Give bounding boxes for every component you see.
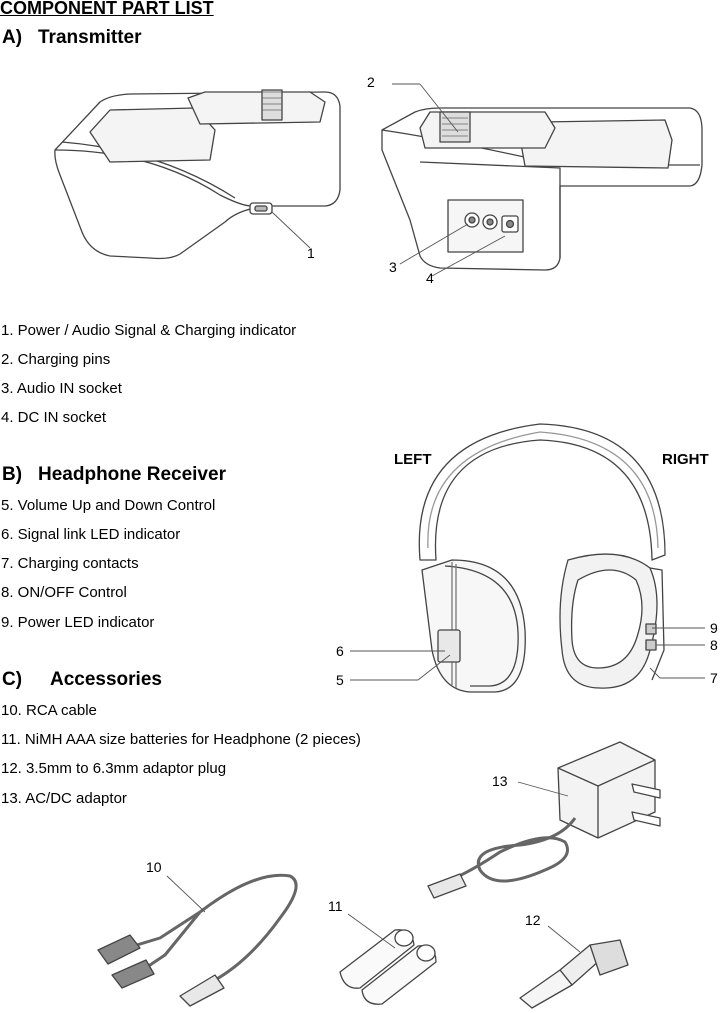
section-b-letter: B) [2,464,23,485]
list-item: 11. NiMH AAA size batteries for Headphon… [1,731,361,748]
section-c-title: Accessories [50,669,162,690]
callout-12: 12 [525,912,541,928]
transmitter-illustration [54,83,703,277]
section-c-letter: C) [2,669,23,690]
callout-2: 2 [367,74,375,90]
list-item: 13. AC/DC adaptor [1,790,127,807]
section-a-letter: A) [2,27,23,48]
list-item: 6. Signal link LED indicator [1,526,181,543]
list-item: 12. 3.5mm to 6.3mm adaptor plug [1,760,227,777]
document-title: COMPONENT PART LIST [0,0,214,18]
section-a-title: Transmitter [38,27,142,48]
list-item: 5. Volume Up and Down Control [1,497,216,514]
callout-6: 6 [336,643,344,659]
section-a-heading: A) Transmitter [2,27,141,49]
list-item: 10. RCA cable [1,702,97,719]
list-item: 3. Audio IN socket [1,380,122,397]
headphone-left-label: LEFT [394,451,432,468]
list-item: 8. ON/OFF Control [1,584,127,601]
list-item: 2. Charging pins [1,351,111,368]
callout-7: 7 [710,670,718,686]
callout-11: 11 [328,898,343,914]
callout-5: 5 [336,672,344,688]
section-b-title: Headphone Receiver [38,464,226,485]
callout-1: 1 [307,245,315,261]
callout-13: 13 [492,773,508,789]
list-item: 9. Power LED indicator [1,614,155,631]
section-c-heading: C) Accessories [2,669,162,691]
callout-10: 10 [146,859,162,875]
list-item: 1. Power / Audio Signal & Charging indic… [1,322,297,339]
list-item: 7. Charging contacts [1,555,139,572]
headphone-right-label: RIGHT [662,451,709,468]
callout-9: 9 [710,620,718,636]
section-b-heading: B) Headphone Receiver [2,464,226,486]
callout-3: 3 [389,259,397,275]
callout-4: 4 [426,270,434,286]
callout-8: 8 [710,637,718,653]
list-item: 4. DC IN socket [1,409,107,426]
